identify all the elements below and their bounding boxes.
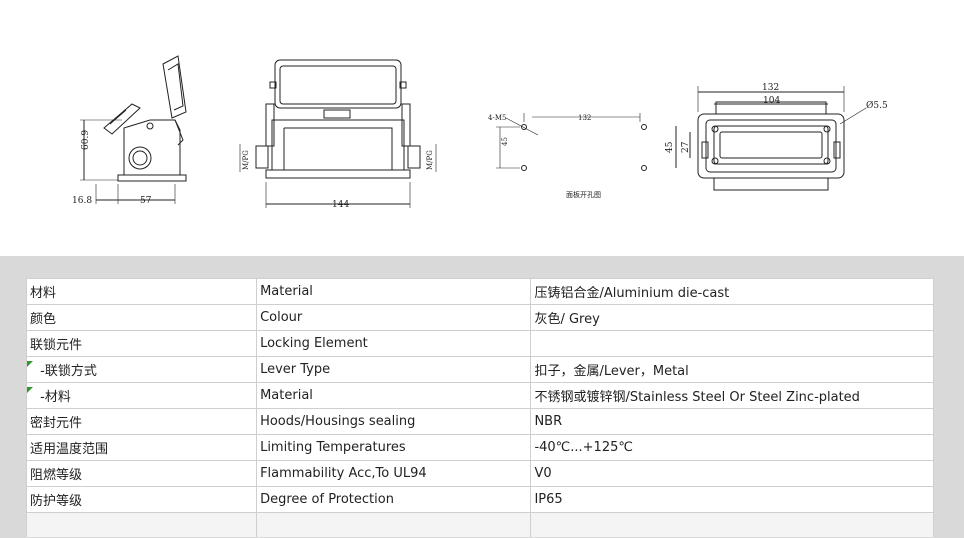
- empty-cell: [25, 512, 258, 537]
- cell-english-label: Lever Type: [256, 356, 532, 383]
- technical-drawing: 60.9 16.8 57 144 M/PG M/PG: [0, 0, 964, 256]
- cutout-width-dim: 132: [578, 114, 591, 122]
- empty-cell: [530, 512, 934, 537]
- chinese-label-text: 适用温度范围: [30, 442, 109, 457]
- chinese-label-text: 颜色: [30, 312, 57, 327]
- cell-value: 扣子，金属/Lever，Metal: [530, 356, 934, 383]
- cell-value: V0: [530, 460, 934, 487]
- top-outer-width-dim: 132: [762, 83, 779, 93]
- top-inner-height-dim: 27: [681, 141, 691, 153]
- cell-value: IP65: [530, 486, 934, 513]
- cutout-caption: 面板开孔图: [566, 190, 601, 199]
- empty-cell: [256, 512, 532, 537]
- top-outer-height-dim: 45: [665, 141, 675, 153]
- cell-english-label: Locking Element: [256, 330, 532, 357]
- table-row: 联锁元件 Locking Element: [25, 330, 934, 357]
- side-offset-dim: 16.8: [72, 196, 92, 206]
- side-width-dim: 57: [140, 196, 152, 206]
- cutout-height-dim: 45: [501, 137, 509, 146]
- comment-marker-icon: [27, 361, 33, 367]
- cell-chinese-label: 适用温度范围: [25, 434, 258, 461]
- top-view: [675, 86, 867, 191]
- cell-english-label: Material: [256, 382, 532, 409]
- top-hole-diameter-dim: Ø5.5: [866, 100, 888, 111]
- cell-value: 灰色/ Grey: [530, 304, 934, 331]
- cell-value: 不锈钢或镀锌钢/Stainless Steel Or Steel Zinc-pl…: [530, 382, 934, 409]
- cell-chinese-label: 防护等级: [25, 486, 258, 513]
- chinese-label-text: 密封元件: [30, 416, 83, 431]
- cell-value: -40℃...+125℃: [530, 434, 934, 461]
- side-view: [80, 55, 187, 204]
- cell-chinese-label: -材料: [25, 382, 258, 409]
- cutout-holes-label: 4-M5: [488, 114, 506, 122]
- front-width-dim: 144: [332, 200, 349, 210]
- chinese-label-text: 阻燃等级: [30, 468, 83, 483]
- table-row: 适用温度范围 Limiting Temperatures-40℃...+125℃: [25, 434, 934, 461]
- cell-english-label: Hoods/Housings sealing: [256, 408, 532, 435]
- cell-english-label: Limiting Temperatures: [256, 434, 532, 461]
- chinese-label-text: 联锁元件: [30, 338, 83, 353]
- front-thread-right: M/PG: [426, 150, 434, 170]
- cell-value: NBR: [530, 408, 934, 435]
- cell-chinese-label: 阻燃等级: [25, 460, 258, 487]
- cell-chinese-label: 材料: [25, 278, 258, 305]
- cell-chinese-label: 密封元件: [25, 408, 258, 435]
- cell-chinese-label: 联锁元件: [25, 330, 258, 357]
- chinese-label-text: -材料: [36, 390, 71, 405]
- cell-chinese-label: -联锁方式: [25, 356, 258, 383]
- comment-marker-icon: [27, 387, 33, 393]
- panel-cutout: [496, 113, 647, 171]
- cell-english-label: Flammability Acc,To UL94: [256, 460, 532, 487]
- chinese-label-text: -联锁方式: [36, 364, 97, 379]
- cell-value: [530, 330, 934, 357]
- cell-english-label: Material: [256, 278, 532, 305]
- top-inner-width-dim: 104: [763, 96, 780, 106]
- table-row-empty: [25, 512, 934, 537]
- chinese-label-text: 材料: [30, 286, 57, 301]
- cell-english-label: Colour: [256, 304, 532, 331]
- side-height-dim: 60.9: [81, 130, 91, 150]
- cell-english-label: Degree of Protection: [256, 486, 532, 513]
- cell-chinese-label: 颜色: [25, 304, 258, 331]
- front-thread-left: M/PG: [242, 150, 250, 170]
- chinese-label-text: 防护等级: [30, 494, 83, 509]
- front-view: [239, 59, 437, 208]
- cell-value: 压铸铝合金/Aluminium die-cast: [530, 278, 934, 305]
